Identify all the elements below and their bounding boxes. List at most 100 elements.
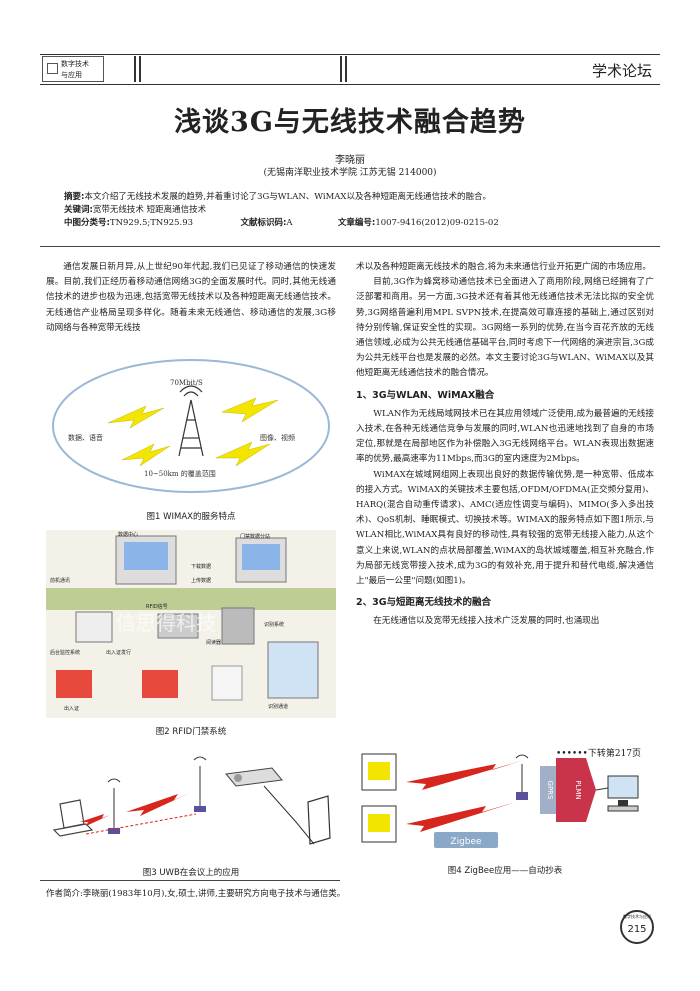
page-number: 215 [627, 924, 647, 935]
projection-line [263, 785, 315, 845]
lightning-icon [215, 441, 271, 467]
network-band [46, 588, 336, 610]
control-pc-icon [75, 611, 113, 643]
monitor-screen [242, 544, 280, 570]
fig1-coverage: 10~50km 的覆盖范围 [144, 469, 216, 478]
zigbee-coordinator [516, 792, 528, 800]
gprs-box [540, 766, 556, 814]
figure-2-caption: 图2 RFID门禁系统 [155, 727, 227, 737]
figure-3-uwb [52, 756, 331, 845]
fig1-speed: 70Mbit/S [170, 379, 203, 387]
figure-2-rfid: 数据中心 门禁数据分站 下载数据 上传数据 前机通讯 RFID信号 后台监控系统… [46, 530, 336, 718]
fig1-left-label: 数据、语音 [68, 433, 103, 442]
rf-link [85, 813, 197, 835]
plmn-box [556, 758, 596, 822]
antenna-icon [515, 754, 529, 794]
clc-label: 中图分类号: [64, 218, 110, 228]
monitor-screen [124, 542, 168, 570]
keywords-label: 关键词: [64, 205, 93, 215]
continued-on-page: ••••••下转第217页 [556, 749, 642, 759]
section-heading-1: 1、3G与WLAN、WiMAX融合 [356, 389, 495, 401]
right-p4: WiMAX在城域网组网上表现出良好的数据传输优势,是一种宽带、低成本的接入方式。… [356, 469, 654, 587]
article-no-label: 文章编号: [337, 218, 376, 228]
right-column: 术以及各种短距离无线技术的融合,将为未来通信行业开拓更广阔的市场应用。 目前,3… [356, 260, 654, 630]
left-column-intro: 通信发展日新月异,从上世纪90年代起,我们已见证了移动通信的快速发展。目前,我们… [46, 260, 336, 336]
rf-signal-bolts [80, 792, 192, 826]
lightning-icon [121, 443, 171, 467]
fig2-watermark: 信思得科技 [116, 611, 216, 635]
fig2-label-upload: 上传数据 [191, 577, 211, 584]
figure-1-caption: 图1 WIMAX的服务特点 [146, 512, 236, 522]
right-p1: 术以及各种短距离无线技术的融合,将为未来通信行业开拓更广阔的市场应用。 [356, 262, 651, 272]
fig2-label-card: 出入证 [64, 705, 79, 712]
journal-name-line1: 数字技术 [61, 60, 89, 68]
antenna-icon [193, 756, 207, 808]
zigbee-label-box [434, 832, 498, 848]
article-no-value: 1007-9416(2012)09-0215-02 [375, 218, 499, 228]
keywords: 关键词:宽带无线技术 短距离通信技术 [64, 205, 652, 216]
clc-value: TN929.5;TN925.93 [109, 218, 194, 228]
abstract-label: 摘要: [64, 192, 85, 202]
gprs-label: GPRS [546, 781, 554, 801]
gate-photo [267, 641, 319, 699]
figure-3-caption: 图3 UWB在会议上的应用 [142, 868, 240, 878]
server-pc-icon [607, 775, 639, 812]
fig2-label-download: 下载数据 [191, 563, 211, 570]
right-p3: WLAN作为无线局域网技术已在其应用领域广泛使用,成为最普遍的无线接入技术,在各… [356, 408, 654, 465]
keywords-text: 宽带无线技术 短距离通信技术 [92, 205, 207, 215]
doc-code-value: A [286, 218, 293, 228]
lightning-icon [107, 405, 165, 429]
fig2-label-channel: 识别通道 [268, 703, 288, 710]
coverage-ellipse [52, 359, 330, 493]
screen-icon [307, 795, 331, 845]
meter-face [368, 762, 390, 780]
link-line [595, 787, 609, 791]
fig2-label-issue: 出入证发行 [106, 649, 131, 656]
rf-signal-bolts [406, 760, 524, 832]
card-icon [142, 670, 178, 698]
logo-square-icon [47, 63, 58, 74]
antenna-icon [107, 778, 121, 830]
meta-separator [40, 246, 660, 247]
uwb-node [108, 828, 120, 834]
header-top-rule [40, 54, 660, 55]
lightning-icon [221, 397, 279, 423]
header-bottom-rule [40, 84, 660, 85]
meter-face [368, 814, 390, 832]
reader-icon [221, 607, 255, 645]
journal-logo: 数字技术 与应用 [42, 56, 104, 82]
fig1-right-label: 图像、视频 [260, 433, 295, 442]
lightning-icons [107, 397, 279, 467]
classification-row: 中图分类号:TN929.5;TN925.93 文献标识码:A 文章编号:1007… [64, 218, 652, 229]
section-tag: 学术论坛 [591, 62, 652, 80]
fig2-label-substation: 门禁数据分站 [240, 533, 270, 540]
abstract: 摘要:本文介绍了无线技术发展的趋势,并着重讨论了3G与WLAN、WiMAX以及各… [64, 192, 652, 203]
plmn-label: PLMN [574, 780, 582, 799]
author-affiliation: (无锡南洋职业技术学院 江苏无锡 214000) [263, 168, 437, 178]
fig2-label-monitor: 后台监控系统 [50, 649, 80, 656]
card-icon [211, 665, 243, 701]
page-number-badge: 数字技术与应用 215 [620, 910, 654, 944]
uwb-node [194, 806, 206, 812]
fig2-label-recognition: 识别系统 [264, 621, 284, 628]
fig2-label-rf: RFID信号 [146, 603, 168, 610]
card-icon [56, 670, 92, 698]
header-bars-left [134, 56, 144, 82]
journal-name-line2: 与应用 [61, 71, 82, 79]
section-heading-2: 2、3G与短距离无线技术的融合 [356, 597, 492, 609]
laptop-icon [52, 799, 94, 837]
tower-icon [178, 385, 204, 457]
author-name: 李晓丽 [335, 155, 365, 166]
fig2-label-comm: 前机通讯 [50, 577, 70, 584]
zigbee-label: Zigbee [450, 837, 482, 847]
page-badge-text: 数字技术与应用 [623, 914, 651, 919]
figure-1-wimax: 70Mbit/S 数据、语音 图像、视频 10~50km 的覆盖范围 [52, 359, 330, 493]
projector-icon [225, 767, 283, 787]
author-footnote: 作者简介:李晓丽(1983年10月),女,硕士,讲师,主要研究方向电子技术与通信… [46, 889, 346, 899]
abstract-text: 本文介绍了无线技术发展的趋势,并着重讨论了3G与WLAN、WiMAX以及各种短距… [84, 192, 491, 202]
intro-paragraph: 通信发展日新月异,从上世纪90年代起,我们已见证了移动通信的快速发展。目前,我们… [46, 262, 336, 333]
right-p2: 目前,3G作为蜂窝移动通信技术已全面进入了商用阶段,网络已经拥有了广泛部署和商用… [356, 277, 654, 379]
issuer-device-icon [157, 613, 199, 639]
footnote-rule [40, 880, 340, 881]
fig2-label-data-center: 数据中心 [118, 531, 138, 538]
